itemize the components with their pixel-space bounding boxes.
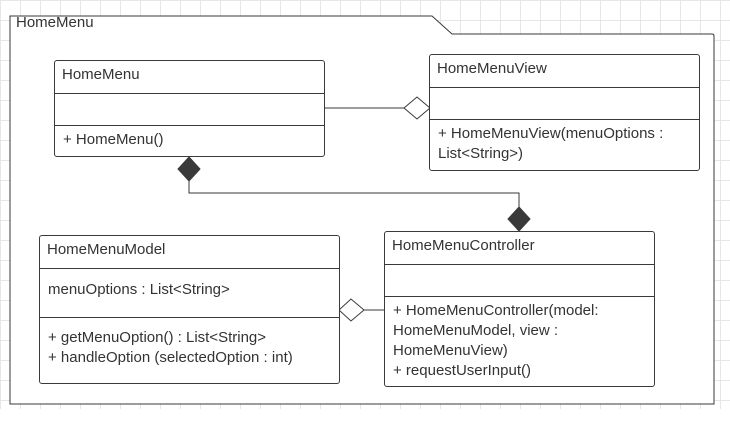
composition-diamond-homemenu <box>177 156 201 182</box>
canvas-bottom-edge <box>0 409 730 421</box>
operation: List<String>) <box>438 145 524 162</box>
operations-section: + getMenuOption() : List<String> + handl… <box>40 317 339 368</box>
class-name: HomeMenuController <box>392 237 535 254</box>
class-name: HomeMenuModel <box>47 241 166 258</box>
operation: + handleOption (selectedOption : int) <box>48 349 293 366</box>
connector-homemenu-homemenucontroller[interactable] <box>188 180 520 207</box>
operation: + HomeMenu() <box>63 131 164 148</box>
operation: + HomeMenuController(model: <box>393 302 599 319</box>
operation: + getMenuOption() : List<String> <box>48 329 267 346</box>
attributes-section <box>430 87 699 119</box>
operations-section: + HomeMenu() <box>55 125 324 150</box>
attribute: menuOptions : List<String> <box>48 281 230 298</box>
operation: + requestUserInput() <box>393 362 531 379</box>
operations-section: + HomeMenuView(menuOptions : List<String… <box>430 119 699 164</box>
operation: HomeMenuView) <box>393 342 508 359</box>
aggregation-diamond-homemenumodel <box>338 298 365 322</box>
class-homemenuview[interactable]: HomeMenuView + HomeMenuView(menuOptions … <box>429 54 700 171</box>
package-name: HomeMenu <box>16 14 94 31</box>
class-homemenucontroller[interactable]: HomeMenuController + HomeMenuController(… <box>384 231 655 387</box>
operation: HomeMenuModel, view : <box>393 322 559 339</box>
class-name: HomeMenuView <box>437 60 547 77</box>
operation: + HomeMenuView(menuOptions : <box>438 125 664 142</box>
class-homemenu[interactable]: HomeMenu + HomeMenu() <box>54 60 325 157</box>
attributes-section <box>385 264 654 296</box>
class-name: HomeMenu <box>62 66 140 83</box>
class-homemenumodel[interactable]: HomeMenuModel menuOptions : List<String>… <box>39 235 340 384</box>
operations-section: + HomeMenuController(model: HomeMenuMode… <box>385 296 654 381</box>
attributes-section <box>55 93 324 125</box>
attributes-section: menuOptions : List<String> <box>40 268 339 317</box>
